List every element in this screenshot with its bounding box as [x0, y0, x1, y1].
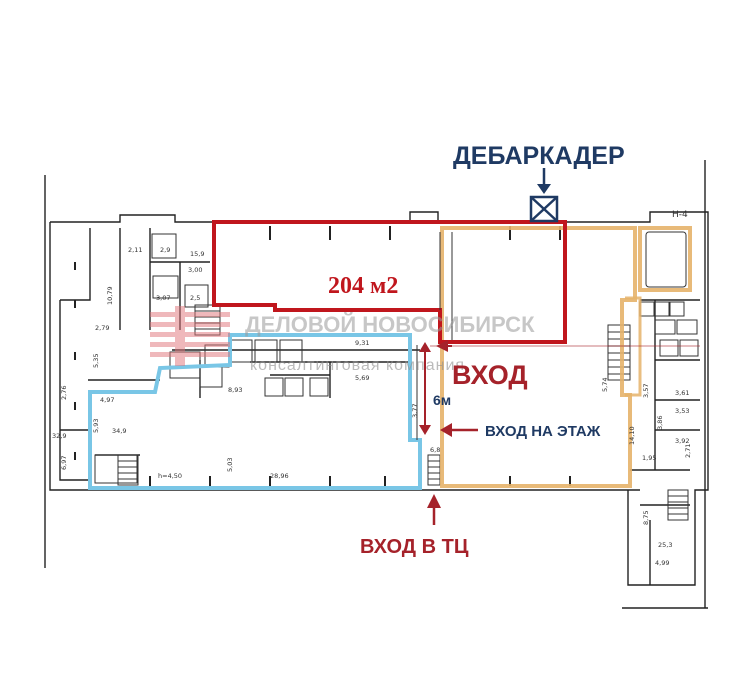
- area-label: 204 м2: [328, 273, 398, 299]
- watermark-title: ДЕЛОВОЙ НОВОСИБИРСК: [245, 312, 535, 337]
- orange-zone-right: [638, 226, 692, 292]
- dim-label: 3,61: [675, 389, 689, 397]
- distance-label: 6м: [433, 392, 451, 408]
- dim-label: 3,07: [156, 294, 170, 302]
- mall-entrance-label: ВХОД В ТЦ: [360, 536, 469, 558]
- dim-label: 6,8: [430, 446, 440, 454]
- dim-label: 2,76: [60, 386, 68, 400]
- dim-label: 2,71: [684, 444, 692, 458]
- dim-label: 8,93: [228, 386, 242, 394]
- wall-ticks: [74, 226, 571, 486]
- dim-label: 10,79: [106, 286, 114, 305]
- dim-label: 2,5: [190, 294, 200, 302]
- dim-label: 5,03: [226, 458, 234, 472]
- dim-label: 3,86: [656, 416, 664, 430]
- dim-label: 9,31: [355, 339, 369, 347]
- dock-arrow-icon: [537, 168, 551, 194]
- dock-marker-icon: [529, 195, 559, 223]
- dim-label: 5,35: [92, 354, 100, 368]
- red-zone: [212, 220, 567, 344]
- watermark-logo-icon: [150, 306, 230, 366]
- building-walls: [44, 160, 709, 609]
- entrance-label: ВХОД: [452, 360, 528, 390]
- blue-zone: [88, 333, 422, 490]
- dock-label: ДЕБАРКАДЕР: [453, 142, 625, 170]
- red-zone-inner: [416, 232, 453, 440]
- dim-label: 3,57: [642, 384, 650, 398]
- watermark: ДЕЛОВОЙ НОВОСИБИРСК консалтинговая компа…: [150, 306, 535, 374]
- dim-label: 2,79: [95, 324, 109, 332]
- dim-label: 2,9: [160, 246, 170, 254]
- entrance-arrow-icon: [430, 340, 700, 352]
- dim-label: 2,11: [128, 246, 142, 254]
- dim-label: 1,95: [642, 454, 656, 462]
- dim-label: 3,92: [675, 437, 689, 445]
- mall-entrance-arrow-icon: [427, 494, 441, 525]
- dim-label: 3,77: [411, 404, 419, 418]
- dim-label: 8,75: [642, 511, 650, 525]
- dim-label: 5,69: [355, 374, 369, 382]
- dim-label: 6,97: [60, 456, 68, 470]
- dim-label: 34,9: [112, 427, 126, 435]
- orange-zone: [440, 226, 637, 488]
- dim-label: 14,10: [628, 426, 636, 445]
- dim-label: 4,99: [655, 559, 669, 567]
- floor-entrance-label: ВХОД НА ЭТАЖ: [485, 423, 601, 440]
- dim-label: h=4,50: [158, 472, 182, 480]
- distance-marker: [419, 342, 431, 435]
- dim-label: 3,00: [188, 266, 202, 274]
- dim-label: 5,93: [92, 419, 100, 433]
- dimension-labels: 2,11 2,9 15,9 3,00 2,79 10,79 5,35 4,97 …: [52, 246, 692, 567]
- dim-label: 25,3: [658, 541, 672, 549]
- stair-tag: Н-4: [672, 210, 688, 220]
- dim-label: 3,53: [675, 407, 689, 415]
- dim-label: 5,74: [601, 378, 609, 392]
- dim-label: 4,97: [100, 396, 114, 404]
- dim-label: 15,9: [190, 250, 204, 258]
- floor-entrance-arrow-icon: [440, 423, 478, 437]
- dim-label: 32,9: [52, 432, 66, 440]
- dim-label: 28,96: [270, 472, 289, 480]
- watermark-subtitle: консалтинговая компания: [250, 357, 465, 374]
